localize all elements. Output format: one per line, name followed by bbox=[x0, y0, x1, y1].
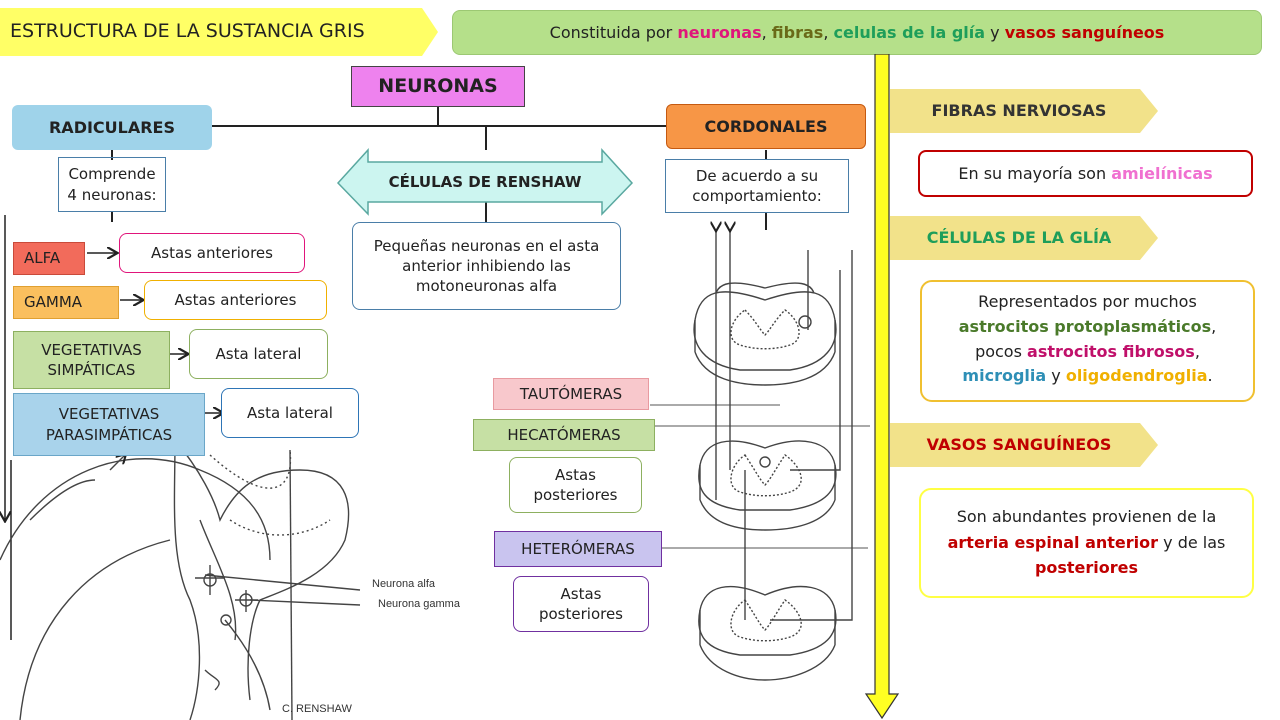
radiculares-node: RADICULARES bbox=[12, 105, 212, 150]
vasos-h1: arteria espinal anterior bbox=[947, 532, 1159, 552]
subtitle-sep2: , bbox=[823, 22, 829, 42]
fibras-desc-highlight: amielínicas bbox=[1111, 163, 1213, 183]
veg-simpaticas-label: VEGETATIVAS SIMPÁTICAS bbox=[13, 331, 170, 389]
subtitle-fibras: fibras bbox=[771, 22, 824, 42]
vertical-yellow-arrow bbox=[864, 54, 900, 720]
subtitle-glia: celulas de la glía bbox=[833, 22, 986, 42]
fibras-arrow-shape bbox=[890, 89, 1158, 133]
glia-t3: , bbox=[1194, 341, 1200, 361]
vasos-title: VASOS SANGUÍNEOS bbox=[926, 435, 1112, 455]
glia-t4: y bbox=[1051, 366, 1061, 386]
hecatomeras-location: Astas posteriores bbox=[509, 457, 642, 513]
heteromeras-label: HETERÓMERAS bbox=[494, 531, 662, 567]
figure-label-renshaw: C. RENSHAW bbox=[282, 703, 352, 715]
veg-parasimpaticas-label: VEGETATIVAS PARASIMPÁTICAS bbox=[13, 393, 205, 456]
figure-label-alfa: Neurona alfa bbox=[372, 578, 435, 590]
hecatomeras-label: HECATÓMERAS bbox=[473, 419, 655, 451]
spinal-cord-illustration bbox=[0, 439, 361, 720]
renshaw-double-arrow-shape bbox=[336, 148, 634, 216]
glia-t2: , pocos bbox=[975, 316, 1217, 361]
cordonales-desc: De acuerdo a su comportamiento: bbox=[665, 159, 849, 213]
heteromeras-location: Astas posteriores bbox=[513, 576, 649, 632]
neuronas-node: NEURONAS bbox=[351, 66, 525, 107]
glia-title: CÉLULAS DE LA GLÍA bbox=[926, 228, 1112, 248]
subtitle-prefix: Constituida por bbox=[549, 22, 673, 42]
renshaw-title: CÉLULAS DE RENSHAW bbox=[388, 172, 582, 191]
subtitle-neuronas: neuronas bbox=[677, 22, 762, 42]
alfa-location: Astas anteriores bbox=[119, 233, 305, 273]
cord-sections-illustration bbox=[693, 230, 853, 681]
gamma-label: GAMMA bbox=[13, 286, 119, 319]
tautomeras-label: TAUTÓMERAS bbox=[493, 378, 649, 410]
subtitle-sep1: , bbox=[761, 22, 767, 42]
cordonales-node: CORDONALES bbox=[666, 104, 866, 149]
glia-t1: Representados por muchos bbox=[978, 292, 1197, 311]
vasos-arrow-shape bbox=[890, 423, 1158, 467]
glia-t5: . bbox=[1207, 366, 1213, 386]
subtitle-banner: Constituida por neuronas, fibras, celula… bbox=[452, 10, 1262, 55]
figure-label-gamma: Neurona gamma bbox=[378, 598, 460, 610]
glia-h3: microglia bbox=[962, 366, 1047, 386]
veg-simpaticas-location: Asta lateral bbox=[189, 329, 328, 379]
subtitle-vasos: vasos sanguíneos bbox=[1004, 22, 1165, 42]
glia-desc: Representados por muchos astrocitos prot… bbox=[920, 280, 1255, 402]
fibras-desc-prefix: En su mayoría son bbox=[958, 163, 1107, 183]
vasos-h2: posteriores bbox=[1034, 558, 1139, 578]
glia-h4: oligodendroglia bbox=[1065, 366, 1208, 386]
vasos-t1: Son abundantes provienen de la bbox=[956, 507, 1217, 526]
alfa-label: ALFA bbox=[13, 242, 85, 275]
title-arrow-shape bbox=[0, 8, 438, 56]
veg-parasimpaticas-location: Asta lateral bbox=[221, 388, 359, 438]
vasos-desc: Son abundantes provienen de la arteria e… bbox=[919, 488, 1254, 598]
fibras-title: FIBRAS NERVIOSAS bbox=[931, 101, 1107, 121]
radiculares-comprende: Comprende 4 neuronas: bbox=[58, 157, 166, 212]
glia-h2: astrocitos fibrosos bbox=[1027, 341, 1195, 361]
renshaw-desc: Pequeñas neuronas en el asta anterior in… bbox=[352, 222, 621, 310]
glia-arrow-shape bbox=[890, 216, 1158, 260]
subtitle-y: y bbox=[990, 22, 1000, 42]
page-title: ESTRUCTURA DE LA SUSTANCIA GRIS bbox=[10, 20, 365, 43]
fibras-desc: En su mayoría son amielínicas bbox=[918, 150, 1253, 197]
glia-h1: astrocitos protoplasmáticos bbox=[958, 316, 1212, 336]
gamma-location: Astas anteriores bbox=[144, 280, 327, 320]
vasos-t2: y de las bbox=[1163, 532, 1226, 552]
